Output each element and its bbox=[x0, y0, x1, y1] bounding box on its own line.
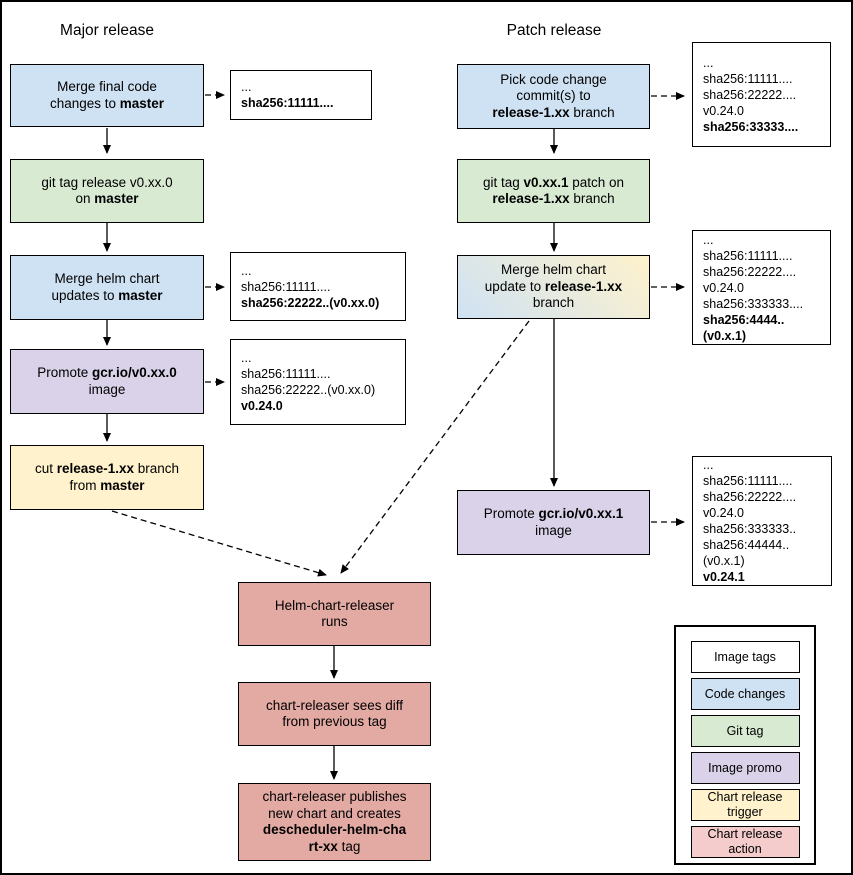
legend-item-git-tag: Git tag bbox=[690, 715, 800, 747]
image-tags-box-patch-2: ...sha256:11111....sha256:22222....v0.24… bbox=[692, 230, 831, 345]
image-tags-box-major-2: ...sha256:11111....sha256:22222..(v0.xx.… bbox=[230, 252, 406, 321]
major-release-heading: Major release bbox=[60, 22, 154, 39]
legend-item-code-changes: Code changes bbox=[690, 678, 800, 710]
legend-item-image-tags: Image tags bbox=[690, 641, 800, 673]
legend-item-chart-release-trigger: Chart release trigger bbox=[690, 789, 800, 821]
legend: Image tags Code changes Git tag Image pr… bbox=[674, 625, 816, 865]
legend-item-image-promo: Image promo bbox=[690, 752, 800, 784]
image-tags-box-major-1: ...sha256:11111.... bbox=[230, 70, 372, 120]
image-tags-box-major-3: ...sha256:11111....sha256:22222..(v0.xx.… bbox=[230, 339, 406, 425]
patch-release-heading: Patch release bbox=[506, 22, 602, 39]
dashed-arrow-cut-branch-to-releaser bbox=[111, 510, 327, 577]
image-tags-box-patch-3: ...sha256:11111....sha256:22222....v0.24… bbox=[692, 456, 832, 586]
image-tags-box-patch-1: ...sha256:11111....sha256:22222....v0.24… bbox=[692, 42, 831, 147]
legend-item-chart-release-action: Chart release action bbox=[690, 826, 800, 858]
